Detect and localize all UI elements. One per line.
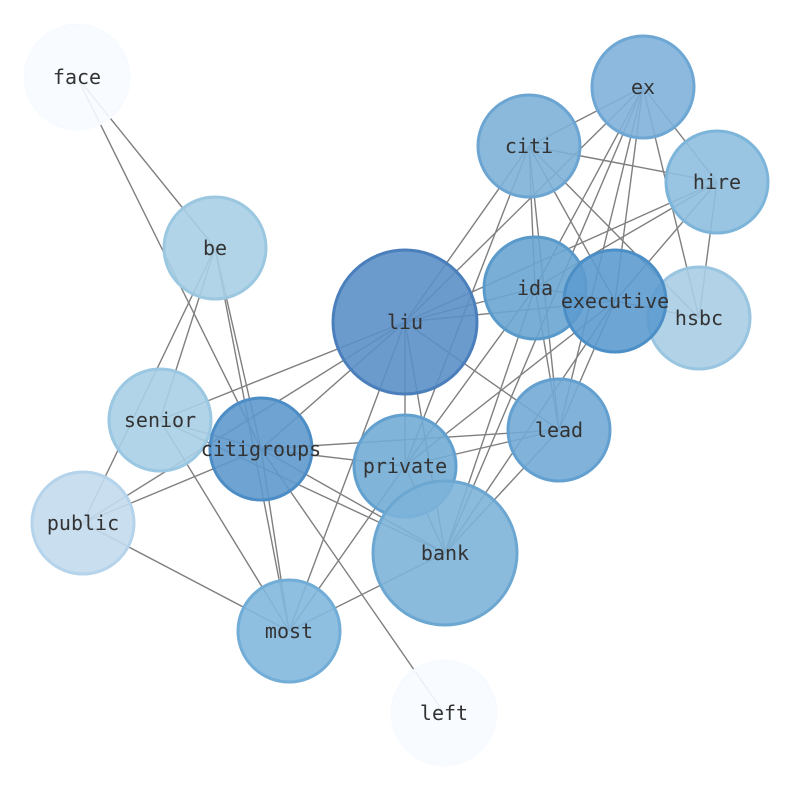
node-label-hire: hire — [693, 170, 741, 194]
node-label-left: left — [420, 701, 468, 725]
node-label-ida: ida — [517, 276, 553, 300]
node-label-ex: ex — [631, 75, 655, 99]
node-circle-hire — [664, 129, 770, 235]
node-label-bank: bank — [421, 541, 469, 565]
node-left: left — [390, 659, 498, 767]
node-citigroups: citigroups — [201, 396, 321, 502]
node-circle-most — [236, 578, 342, 684]
node-lead: lead — [506, 377, 612, 483]
node-label-be: be — [203, 236, 227, 260]
node-label-face: face — [53, 65, 101, 89]
node-circle-bank — [371, 479, 519, 627]
node-public: public — [30, 470, 136, 576]
node-label-senior: senior — [124, 408, 196, 432]
node-label-citi: citi — [505, 134, 553, 158]
node-circle-lead — [506, 377, 612, 483]
node-circle-liu — [331, 248, 479, 396]
node-label-executive: executive — [561, 289, 669, 313]
node-label-lead: lead — [535, 418, 583, 442]
node-circle-be — [162, 195, 268, 301]
edge-citigroups-left — [260, 448, 445, 714]
node-circle-executive — [562, 248, 668, 354]
node-circle-citigroups — [208, 396, 314, 502]
node-ex: ex — [590, 34, 696, 140]
node-hsbc: hsbc — [646, 265, 752, 371]
node-label-citigroups: citigroups — [201, 437, 321, 461]
node-be: be — [162, 195, 268, 301]
node-label-most: most — [265, 619, 313, 643]
node-label-public: public — [47, 511, 119, 535]
node-circle-left — [390, 659, 498, 767]
node-face: face — [23, 23, 131, 131]
node-ida: ida — [482, 235, 588, 341]
node-senior: senior — [107, 367, 213, 473]
node-citi: citi — [476, 93, 582, 199]
node-executive: executive — [561, 248, 669, 354]
node-label-private: private — [363, 454, 447, 478]
node-liu: liu — [331, 248, 479, 396]
node-circle-senior — [107, 367, 213, 473]
node-label-hsbc: hsbc — [675, 306, 723, 330]
node-label-liu: liu — [387, 310, 423, 334]
node-hire: hire — [664, 129, 770, 235]
node-circle-citi — [476, 93, 582, 199]
node-circle-face — [23, 23, 131, 131]
node-circle-ex — [590, 34, 696, 140]
node-circle-public — [30, 470, 136, 576]
node-most: most — [236, 578, 342, 684]
node-bank: bank — [371, 479, 519, 627]
